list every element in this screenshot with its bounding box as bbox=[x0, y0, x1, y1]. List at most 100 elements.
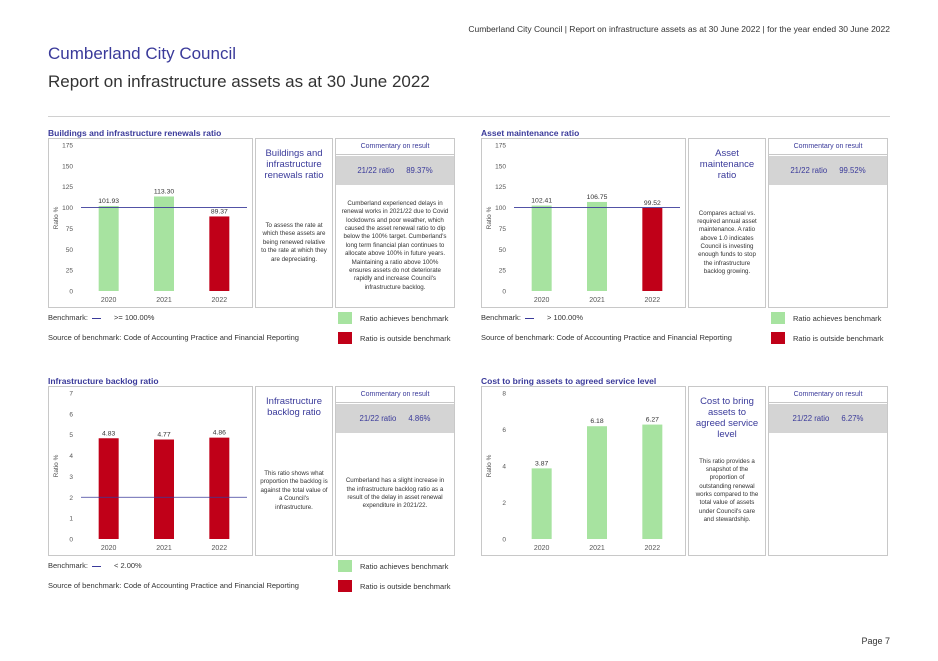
commentary-heading: Commentary on result bbox=[336, 139, 454, 155]
ratio-description-box: Cost to bring assets to agreed service l… bbox=[688, 386, 766, 556]
benchmark-label: Benchmark: bbox=[481, 313, 522, 322]
commentary-box: Commentary on result 21/22 ratio 4.86% C… bbox=[335, 386, 455, 556]
legend-outside: Ratio is outside benchmark bbox=[338, 332, 450, 344]
y-tick-label: 50 bbox=[499, 247, 507, 254]
ratio-description-box: Asset maintenance ratio Compares actual … bbox=[688, 138, 766, 308]
commentary-text: Cumberland experienced delays in renewal… bbox=[341, 200, 449, 291]
y-tick-label: 4 bbox=[69, 453, 73, 460]
legend-swatch-green bbox=[338, 312, 352, 324]
y-tick-label: 150 bbox=[62, 163, 73, 170]
bar bbox=[642, 424, 663, 539]
y-tick-label: 2 bbox=[502, 500, 506, 507]
benchmark-label: Benchmark: bbox=[48, 313, 89, 322]
ratio-name: Infrastructure backlog ratio bbox=[266, 396, 322, 418]
y-tick-label: 0 bbox=[69, 289, 73, 296]
panel-renewals-ratio: Buildings and infrastructure renewals ra… bbox=[48, 128, 458, 353]
ratio-result-label: 21/22 ratio bbox=[790, 166, 828, 175]
council-name: Cumberland City Council bbox=[48, 44, 237, 63]
y-tick-label: 125 bbox=[62, 184, 73, 191]
commentary-box: Commentary on result 21/22 ratio 6.27% bbox=[768, 386, 888, 556]
ratio-result-value: 89.37% bbox=[406, 166, 433, 175]
bar-data-label: 6.18 bbox=[590, 418, 603, 425]
benchmark-value: < 2.00% bbox=[114, 561, 142, 570]
legend-swatch-green bbox=[338, 560, 352, 572]
bar-data-label: 99.52 bbox=[644, 200, 661, 207]
bar bbox=[587, 426, 607, 539]
y-tick-label: 100 bbox=[495, 205, 506, 212]
y-tick-label: 7 bbox=[69, 391, 73, 398]
y-tick-label: 25 bbox=[499, 268, 507, 275]
bar-data-label: 102.41 bbox=[531, 198, 552, 205]
benchmark-source: Source of benchmark: Code of Accounting … bbox=[48, 581, 299, 590]
ratio-name: Buildings and infrastructure renewals ra… bbox=[264, 148, 324, 181]
ratio-description: Compares actual vs. required annual asse… bbox=[697, 209, 757, 276]
legend-swatch-green bbox=[771, 312, 785, 324]
bar-data-label: 106.75 bbox=[587, 194, 608, 201]
ratio-description: This ratio provides a snapshot of the pr… bbox=[695, 457, 759, 524]
commentary-box: Commentary on result 21/22 ratio 99.52% bbox=[768, 138, 888, 308]
ratio-name: Asset maintenance ratio bbox=[699, 148, 755, 181]
y-axis-label: Ratio % bbox=[53, 454, 60, 477]
benchmark-line-key bbox=[525, 318, 534, 319]
x-tick-label: 2021 bbox=[156, 545, 172, 552]
ratio-result-value: 99.52% bbox=[839, 166, 866, 175]
y-tick-label: 6 bbox=[502, 427, 506, 434]
benchmark-source: Source of benchmark: Code of Accounting … bbox=[481, 333, 732, 342]
benchmark-value: >= 100.00% bbox=[114, 313, 155, 322]
legend-swatch-red bbox=[338, 332, 352, 344]
bar-data-label: 3.87 bbox=[535, 460, 548, 467]
ratio-description-box: Infrastructure backlog ratio This ratio … bbox=[255, 386, 333, 556]
benchmark-value: > 100.00% bbox=[547, 313, 584, 322]
bar bbox=[154, 439, 174, 539]
y-tick-label: 75 bbox=[499, 226, 507, 233]
y-tick-label: 125 bbox=[495, 184, 506, 191]
page-number: Page 7 bbox=[861, 636, 890, 646]
bar bbox=[642, 207, 663, 291]
ratio-result-value: 4.86% bbox=[408, 414, 431, 423]
ratio-result-label: 21/22 ratio bbox=[792, 414, 830, 423]
legend-achieves: Ratio achieves benchmark bbox=[338, 560, 448, 572]
legend-outside: Ratio is outside benchmark bbox=[771, 332, 883, 344]
header-rule bbox=[48, 116, 890, 117]
y-tick-label: 4 bbox=[502, 464, 506, 471]
legend-outside-label: Ratio is outside benchmark bbox=[360, 333, 451, 343]
ratio-description: To assess the rate at which these assets… bbox=[261, 222, 327, 263]
bar bbox=[154, 196, 174, 291]
commentary-heading: Commentary on result bbox=[769, 387, 887, 403]
x-tick-label: 2021 bbox=[156, 297, 172, 304]
report-title: Report on infrastructure assets as at 30… bbox=[48, 72, 430, 91]
y-tick-label: 1 bbox=[69, 516, 73, 523]
bar bbox=[98, 205, 119, 291]
source-row: Source of benchmark: Code of Accounting … bbox=[48, 332, 458, 345]
x-tick-label: 2021 bbox=[589, 545, 605, 552]
panel-cost-to-bring-assets: Cost to bring assets to agreed service l… bbox=[481, 376, 891, 601]
y-tick-label: 0 bbox=[502, 289, 506, 296]
x-tick-label: 2022 bbox=[212, 297, 228, 304]
y-tick-label: 100 bbox=[62, 205, 73, 212]
y-tick-label: 0 bbox=[69, 537, 73, 544]
commentary-text bbox=[774, 189, 882, 303]
bar-data-label: 101.93 bbox=[98, 198, 119, 205]
bar bbox=[531, 468, 552, 539]
y-tick-label: 5 bbox=[69, 432, 73, 439]
y-axis-label: Ratio % bbox=[486, 454, 493, 477]
ratio-result: 21/22 ratio 99.52% bbox=[769, 156, 887, 185]
legend-achieves: Ratio achieves benchmark bbox=[338, 312, 448, 324]
bar-data-label: 4.77 bbox=[157, 432, 170, 439]
ratio-name: Cost to bring assets to agreed service l… bbox=[695, 396, 759, 440]
y-tick-label: 6 bbox=[69, 411, 73, 418]
bar bbox=[209, 437, 230, 539]
benchmark-row: Benchmark: > 100.00% Ratio achieves benc… bbox=[481, 312, 891, 325]
benchmark-line-key bbox=[92, 566, 101, 567]
y-axis-label: Ratio % bbox=[486, 206, 493, 229]
bar bbox=[98, 438, 119, 539]
legend-achieves-label: Ratio achieves benchmark bbox=[793, 313, 882, 323]
